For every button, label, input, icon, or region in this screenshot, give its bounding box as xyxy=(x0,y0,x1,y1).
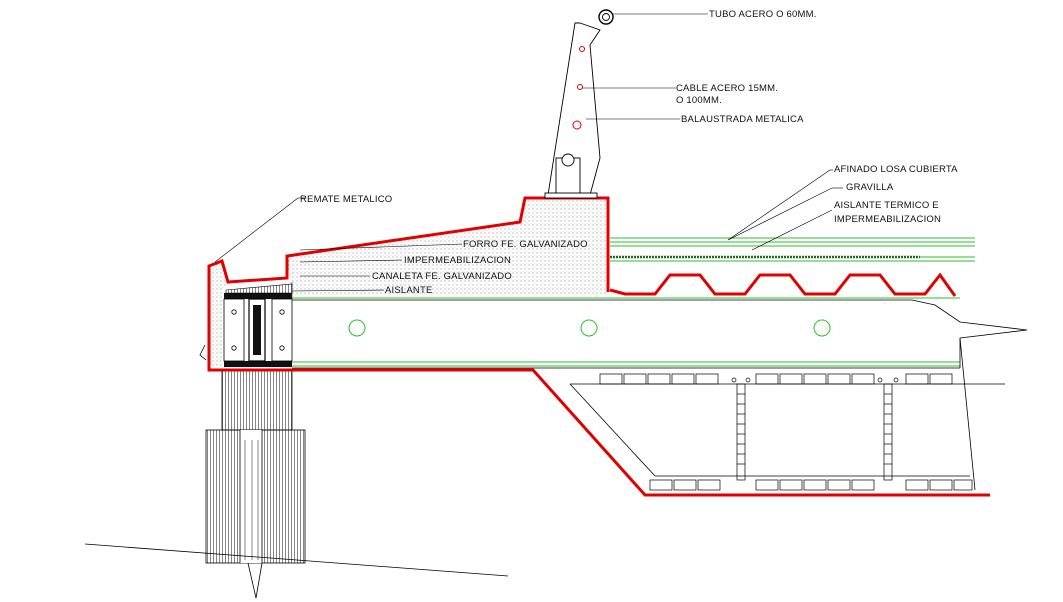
leader-lines xyxy=(214,13,843,292)
label-forro: FORRO FE. GALVANIZADO xyxy=(463,239,588,250)
label-canaleta: CANALETA FE. GALVANIZADO xyxy=(372,271,512,282)
block-row-top xyxy=(599,373,953,385)
soffit-outline xyxy=(207,366,990,497)
edge-fill xyxy=(209,262,228,366)
label-cable-1: CABLE ACERO 15MM. xyxy=(676,83,778,94)
label-aislante-termico-2: IMPERMEABILIZACION xyxy=(834,214,941,225)
joists xyxy=(731,377,899,481)
label-impermeabilizacion: IMPERMEABILIZACION xyxy=(404,255,511,266)
deck-layers xyxy=(292,237,975,367)
corrugated-deck xyxy=(609,272,957,297)
label-tubo: TUBO ACERO O 60MM. xyxy=(709,9,817,20)
label-gravilla: GRAVILLA xyxy=(846,182,894,193)
beam-outline xyxy=(292,299,1028,491)
label-aislante-termico-1: AISLANTE TERMICO E xyxy=(834,200,939,211)
ground-line xyxy=(84,543,509,577)
label-cable-2: O 100MM. xyxy=(676,95,722,106)
parapet-fill xyxy=(287,198,608,295)
label-remate: REMATE METALICO xyxy=(300,194,392,205)
label-afinado: AFINADO LOSA CUBIERTA xyxy=(834,164,958,175)
balustrade xyxy=(544,9,614,199)
label-aislante: AISLANTE xyxy=(385,285,433,296)
label-balaustrada: BALAUSTRADA METALICA xyxy=(681,114,804,125)
steel-beam xyxy=(199,282,293,367)
block-row-bottom xyxy=(649,479,973,491)
column-pile xyxy=(205,369,306,599)
